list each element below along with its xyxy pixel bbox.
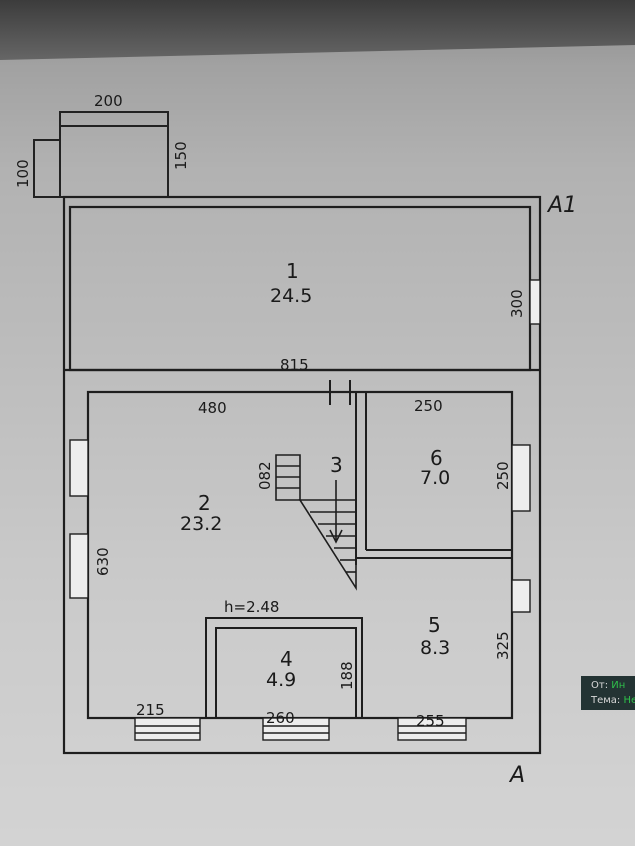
- room-2-number: 2: [198, 491, 211, 515]
- dim-room2-depth: 630: [94, 547, 112, 576]
- sticker-from-value: Ин: [611, 680, 626, 691]
- room-4-number: 4: [280, 647, 293, 671]
- dim-porch-width: 200: [94, 92, 123, 110]
- paper-sheet: [0, 45, 635, 846]
- room-3-number: 3: [330, 453, 343, 477]
- dim-window2: 260: [266, 709, 295, 727]
- porch-outline: [33, 111, 169, 198]
- room-6-area: 7.0: [420, 467, 450, 489]
- dim-window1: 215: [136, 701, 165, 719]
- dim-porch-depth: 150: [172, 141, 190, 170]
- dim-room4-depth: 188: [338, 661, 356, 690]
- windows: [69, 279, 541, 741]
- room-6-number: 6: [430, 446, 443, 470]
- height-mark: h=2.48: [224, 598, 279, 616]
- dim-porch-side: 100: [14, 159, 32, 188]
- dimension-labels: 200 100 150 300 815 480 250 082 250 630 …: [14, 92, 526, 730]
- staircase: [275, 454, 357, 591]
- sticker-subject-value: Не: [623, 695, 635, 706]
- room-4-area: 4.9: [266, 669, 296, 691]
- room-5-number: 5: [428, 613, 441, 637]
- dim-room6-width: 250: [414, 397, 443, 415]
- dim-window3: 255: [416, 712, 445, 730]
- sticker-from-label: От:: [591, 680, 609, 691]
- axis-label-bottom: A: [508, 763, 525, 788]
- room-labels: 1 24.5 2 23.2 3 4 4.9 5 8.3 6 7.0: [180, 259, 450, 691]
- room-1-number: 1: [286, 259, 299, 283]
- room-1-area: 24.5: [270, 285, 312, 307]
- sticker-subject-label: Тема:: [591, 695, 621, 706]
- dim-room6-depth: 250: [494, 461, 512, 490]
- axis-label-top: A1: [546, 193, 577, 218]
- room-5-area: 8.3: [420, 637, 450, 659]
- dim-room1-depth: 300: [508, 289, 526, 318]
- dim-stair-gap: 815: [280, 356, 309, 374]
- email-preview-sticker: От: Ин Тема: Не: [581, 676, 635, 710]
- dim-stair-width: 082: [256, 461, 274, 490]
- room-2-area: 23.2: [180, 513, 222, 535]
- dim-room2-width: 480: [198, 399, 227, 417]
- dim-room5-depth: 325: [494, 631, 512, 660]
